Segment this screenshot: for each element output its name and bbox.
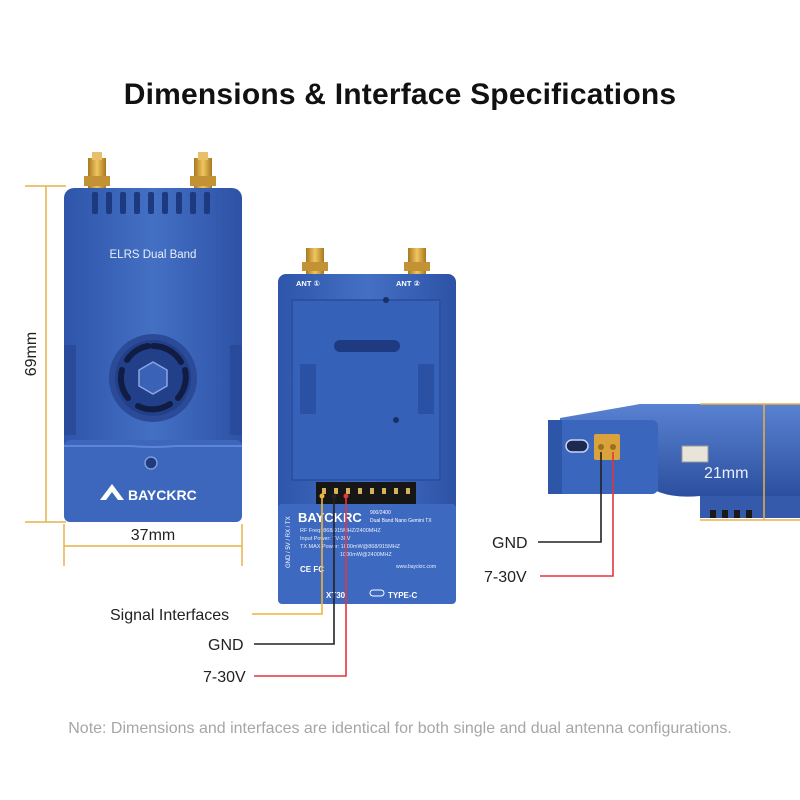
slot — [334, 340, 400, 352]
side-height-label: 21mm — [704, 465, 748, 482]
fan-icon — [109, 334, 197, 422]
spec-line-4: 1000mW@2400MHZ — [340, 552, 392, 558]
side-view — [548, 404, 800, 518]
gnd-callout: GND — [208, 493, 337, 654]
side-power-label: 7-30V — [484, 569, 527, 586]
spec-line-2: Input Power: 7V-30V — [300, 536, 351, 542]
spec-line-1: RF Freq: 868/915MHZ/2400MHZ — [300, 528, 381, 534]
model-tag: 900/2400 — [370, 510, 391, 516]
spec-line-3: TX MAX Power: 1000mW@868/915MHZ — [300, 544, 401, 550]
led-icon — [144, 456, 158, 470]
power-label: 7-30V — [203, 669, 246, 686]
height-label: 69mm — [23, 332, 40, 376]
front-brand: BAYCKRC — [128, 487, 197, 503]
ant1-label: ANT ① — [296, 279, 320, 288]
xt30-connector-icon — [594, 434, 620, 460]
cert-marks-icon: CE FC — [300, 565, 324, 574]
antenna-connector-icon — [190, 152, 216, 192]
back-brand: BAYCKRC — [298, 510, 362, 525]
side-gnd-callout: GND — [492, 452, 602, 552]
front-view: ELRS Dual Band BAYCKRC — [64, 152, 242, 522]
back-subtitle: Dual Band Nano Gemini TX — [370, 518, 432, 524]
pin-label: GND / 5V / RX / TX — [286, 516, 292, 568]
antenna-connector-icon — [302, 248, 328, 278]
signal-interfaces-label: Signal Interfaces — [110, 607, 229, 624]
xt30-label: XT30 — [326, 591, 346, 600]
front-label: ELRS Dual Band — [110, 249, 197, 261]
usb-c-icon — [369, 589, 385, 597]
side-gnd-label: GND — [492, 535, 528, 552]
gnd-label: GND — [208, 637, 244, 654]
power-callout: 7-30V — [203, 493, 349, 686]
typec-label: TYPE-C — [388, 591, 418, 600]
page-title: Dimensions & Interface Specifications — [123, 78, 677, 111]
pin-header-icon — [316, 482, 416, 504]
footnote: Note: Dimensions and interfaces are iden… — [68, 720, 732, 737]
vent-slots — [92, 192, 210, 214]
front-height-dimension: 69mm — [23, 185, 66, 523]
side-power-callout: 7-30V — [484, 452, 614, 586]
signal-callout: Signal Interfaces — [110, 493, 325, 624]
antenna-connector-icon — [84, 152, 110, 192]
website-label: www.bayckrc.com — [396, 564, 436, 570]
antenna-connector-icon — [404, 248, 430, 278]
back-view: ANT ① ANT ② BAYCKRC 900/2400 Dual Band N… — [278, 248, 456, 604]
side-port-icon — [681, 445, 709, 463]
width-label: 37mm — [131, 527, 175, 544]
side-height-dimension: 21mm — [700, 403, 800, 521]
brand-logo-icon — [100, 484, 124, 500]
ant2-label: ANT ② — [396, 279, 420, 288]
usb-c-port-icon — [565, 439, 589, 453]
front-width-dimension: 37mm — [63, 524, 243, 566]
